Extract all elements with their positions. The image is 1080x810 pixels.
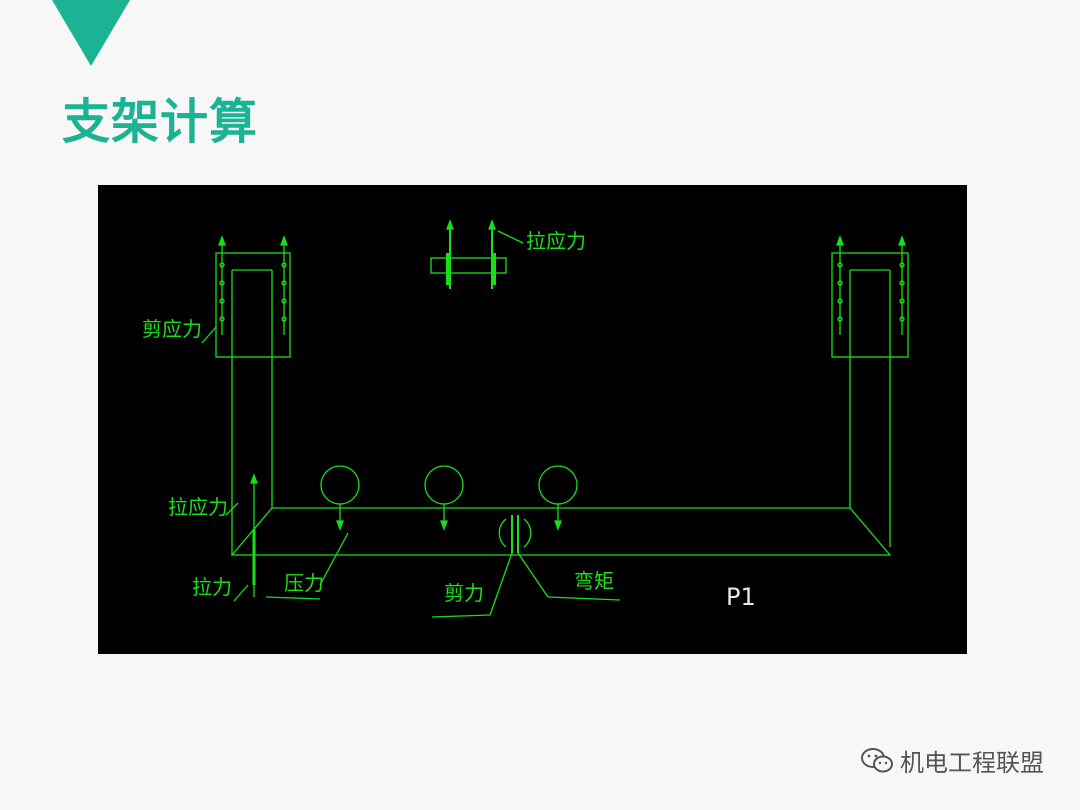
label-left-tension: 拉应力: [168, 495, 228, 519]
label-shear: 剪力: [444, 581, 484, 605]
watermark: 机电工程联盟: [860, 743, 1044, 778]
moment-shear-symbol: [431, 515, 621, 618]
top-bolt-connection: [430, 219, 524, 289]
support-frame-diagram: [201, 219, 909, 618]
left-hanger-plate: [201, 235, 291, 547]
right-hanger-plate: [831, 235, 909, 547]
watermark-text: 机电工程联盟: [900, 749, 1044, 777]
label-left-shear-stress: 剪应力: [142, 317, 202, 341]
wechat-icon: [861, 747, 893, 772]
bottom-beam: [230, 507, 892, 556]
label-top-tension: 拉应力: [526, 229, 586, 253]
pipes: [320, 465, 578, 531]
label-pull: 拉力: [192, 575, 232, 599]
slide-title: 支架计算: [62, 94, 259, 150]
label-moment: 弯矩: [574, 569, 614, 593]
left-force-arrows: [225, 473, 349, 602]
cad-drawing-panel: 拉应力 剪应力 拉应力 拉力 压力 剪力 弯矩 P1: [98, 185, 967, 654]
label-frame-id: P1: [726, 583, 756, 611]
label-pressure: 压力: [284, 571, 324, 595]
corner-triangle-decoration: [52, 0, 130, 66]
